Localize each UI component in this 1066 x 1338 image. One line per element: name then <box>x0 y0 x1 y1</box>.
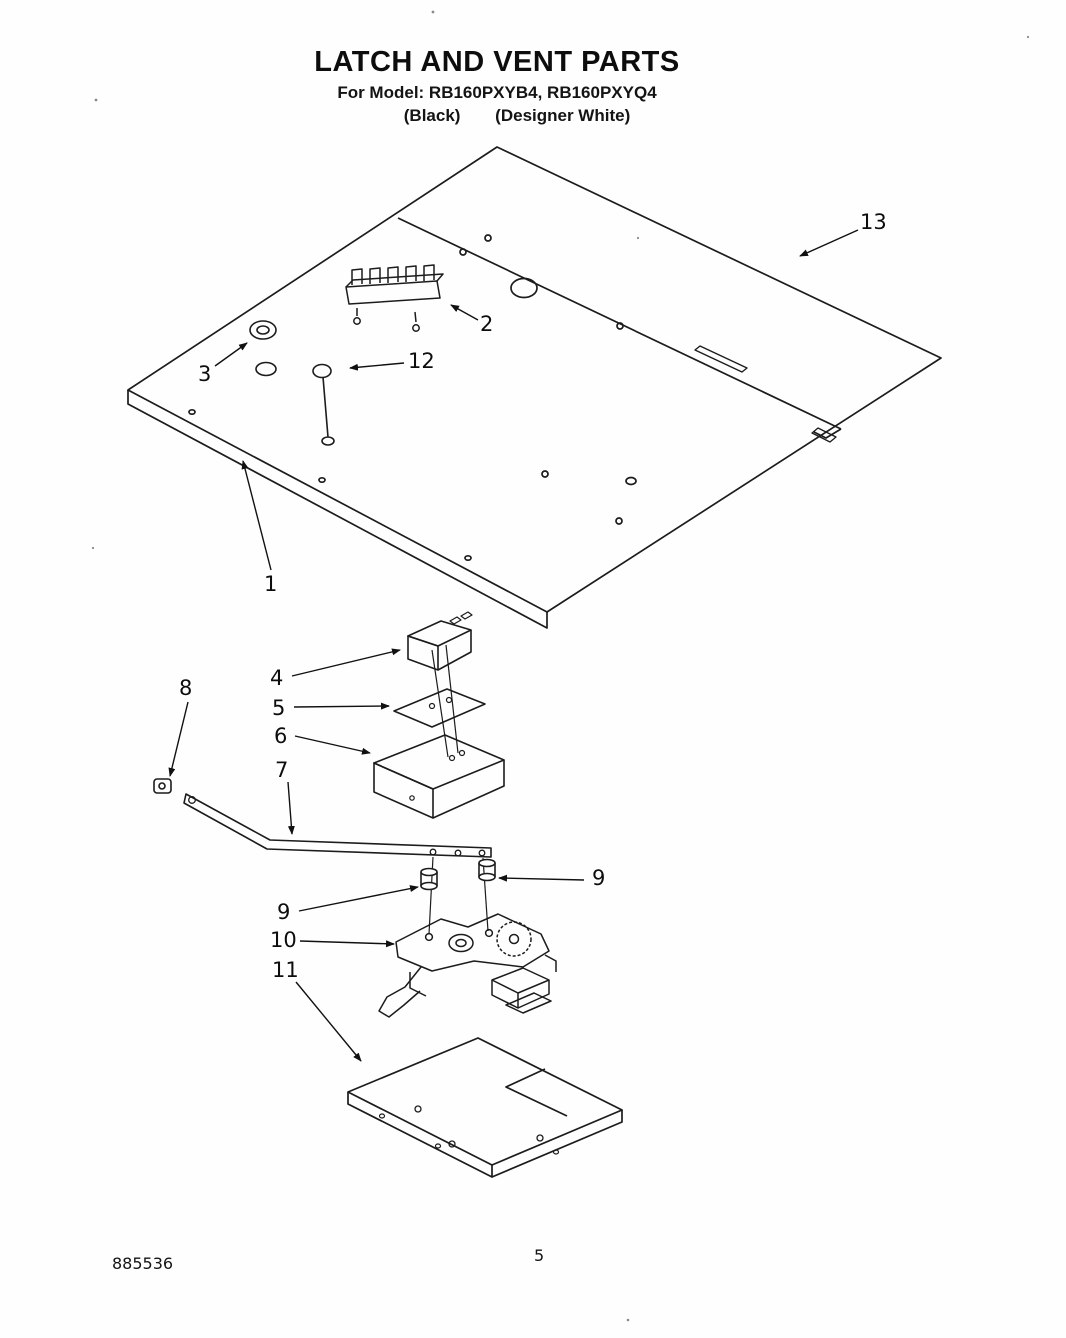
part-plug-button-drawing <box>312 363 335 446</box>
callout-6: 6 <box>274 724 288 748</box>
part-top-panel-drawing <box>127 146 942 629</box>
finish-line: (Black) (Designer White) <box>20 106 1014 126</box>
leader-line-2 <box>450 304 479 321</box>
part-switch-bracket-drawing <box>373 734 505 819</box>
page-number: 5 <box>534 1246 545 1265</box>
part-bottom-plate-drawing <box>347 1037 623 1178</box>
leader-line-8 <box>168 701 189 777</box>
callout-1: 1 <box>264 572 278 596</box>
finish-black-label: (Black) <box>403 106 461 125</box>
callout-10: 10 <box>270 928 297 952</box>
leader-line-4 <box>291 648 401 677</box>
callout-13: 13 <box>860 210 887 234</box>
part-latch-mechanism-drawing <box>378 913 557 1018</box>
callout-7: 7 <box>275 758 289 782</box>
model-line: For Model: RB160PXYB4, RB160PXYQ4 <box>337 83 657 102</box>
part-grommet-drawing <box>249 320 277 377</box>
leader-line-1 <box>241 460 272 571</box>
leader-line-7 <box>287 781 295 835</box>
leader-line-11 <box>295 981 362 1062</box>
leader-line-3 <box>214 342 248 367</box>
page-title: LATCH AND VENT PARTS <box>314 46 680 78</box>
callout-11: 11 <box>272 958 299 982</box>
callout-9-left: 9 <box>277 900 291 924</box>
document-number: 885536 <box>112 1254 174 1273</box>
leader-line-5 <box>293 702 390 710</box>
leader-line-6 <box>294 735 371 755</box>
title-block: LATCH AND VENT PARTS For Model: RB160PXY… <box>0 46 994 126</box>
part-insulator-plate-drawing <box>393 688 486 728</box>
callout-9-right: 9 <box>592 866 606 890</box>
leader-lines <box>168 229 859 1062</box>
callout-2: 2 <box>480 312 494 336</box>
callout-3: 3 <box>198 362 212 386</box>
callout-12: 12 <box>408 349 435 373</box>
scan-artifacts <box>91 10 1030 1322</box>
leader-line-13 <box>799 229 859 257</box>
leader-line-9-right <box>498 874 585 882</box>
part-latch-arm-drawing <box>183 793 492 935</box>
callout-8: 8 <box>179 676 193 700</box>
leader-line-12 <box>349 362 405 371</box>
callout-4: 4 <box>270 666 284 690</box>
callout-5: 5 <box>272 696 286 720</box>
part-switch-drawing <box>407 611 473 758</box>
part-terminal-block-drawing <box>345 264 444 332</box>
leader-line-9-left <box>298 885 419 912</box>
part-bumper-clip-drawing <box>153 778 172 794</box>
leader-line-10 <box>299 940 395 948</box>
part-spacer-bushings-drawing <box>420 858 496 891</box>
finish-white-label: (Designer White) <box>495 106 631 125</box>
